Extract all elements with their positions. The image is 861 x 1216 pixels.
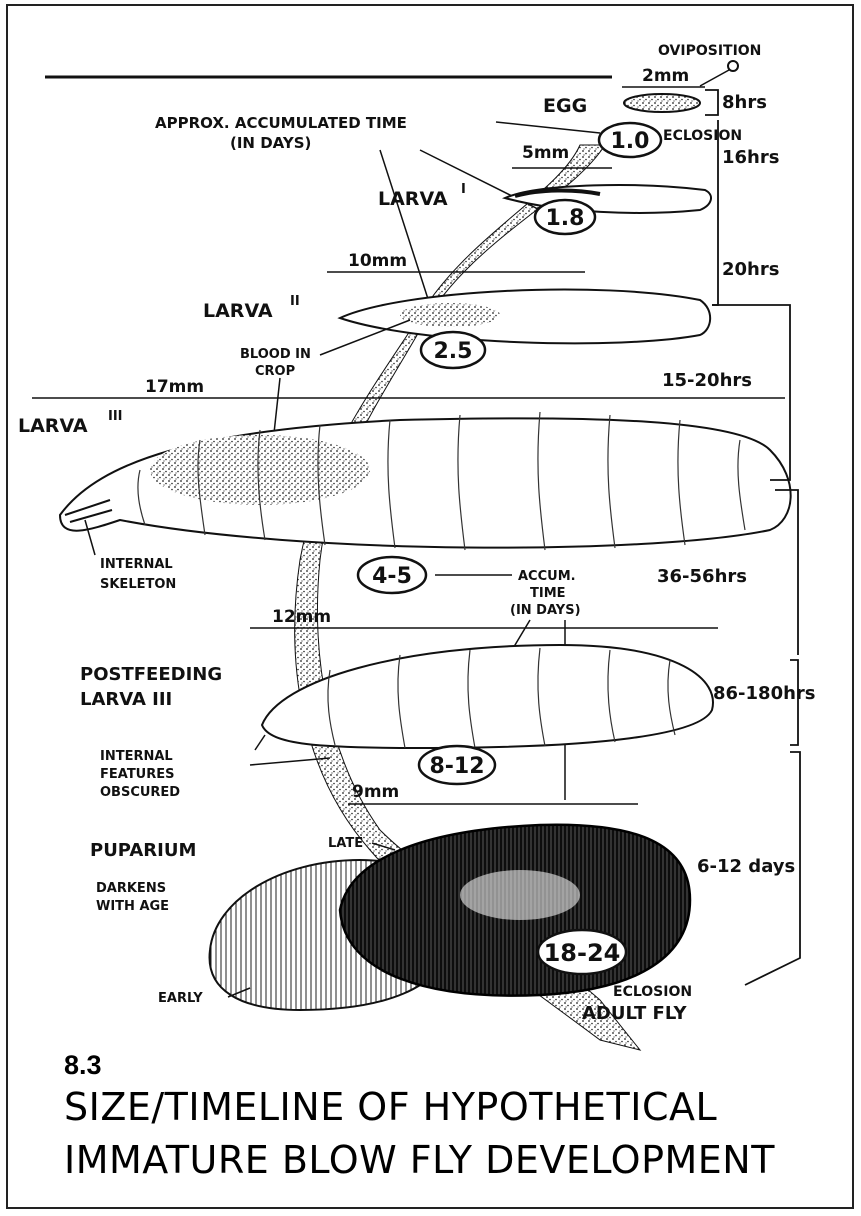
egg-days-badge: 1.0	[611, 129, 650, 154]
egg-duration: 8hrs	[722, 92, 767, 113]
postfeeding-label: POSTFEEDING	[80, 664, 222, 685]
darkens-label: DARKENS	[96, 881, 166, 896]
accum-sub2: (IN DAYS)	[510, 603, 581, 618]
postfeeding-duration: 86-180hrs	[713, 683, 816, 704]
postfeeding-size-label: 12mm	[272, 607, 331, 627]
figure-title-line1: SIZE/TIMELINE OF HYPOTHETICAL	[64, 1085, 717, 1129]
figure-number: 8.3	[64, 1050, 102, 1081]
larva3-duration: 15-20hrs	[662, 370, 752, 391]
eclosion-bottom-label: ECLOSION	[613, 984, 692, 1000]
late-label: LATE	[328, 836, 363, 851]
oviposition-label: OVIPOSITION	[658, 43, 761, 59]
larva1-numeral: I	[461, 182, 466, 197]
puparium-label: PUPARIUM	[90, 840, 196, 861]
larva1-label: LARVA	[378, 188, 448, 210]
eclosion-top-label: ECLOSION	[663, 128, 742, 144]
early-label: EARLY	[158, 991, 203, 1006]
approx-time-label: APPROX. ACCUMULATED TIME	[155, 114, 407, 132]
blood-label: BLOOD IN	[240, 347, 311, 362]
accum-sub1: TIME	[530, 586, 566, 601]
egg-size-label: 2mm	[642, 66, 689, 86]
blood-sub: CROP	[255, 364, 295, 379]
darkens-sub: WITH AGE	[96, 899, 169, 914]
larva3-size-label: 17mm	[145, 377, 204, 397]
postfeeding-illustration	[262, 645, 713, 748]
larva2-numeral: II	[290, 294, 300, 309]
features-sub2: OBSCURED	[100, 785, 180, 800]
larva2-size-label: 10mm	[348, 251, 407, 271]
larva3-feeding-duration: 36-56hrs	[657, 566, 747, 587]
larva2-duration: 20hrs	[722, 259, 779, 280]
larva2-label: LARVA	[203, 300, 273, 322]
larva2-days-badge: 2.5	[434, 339, 473, 364]
postfeeding-days-badge: 8-12	[429, 754, 484, 779]
accum-label: ACCUM.	[518, 569, 576, 584]
approx-time-sub: (IN DAYS)	[230, 134, 311, 152]
larva3-numeral: III	[108, 409, 123, 424]
postfeeding-sub: LARVA III	[80, 689, 172, 710]
larva1-duration: 16hrs	[722, 147, 779, 168]
larva2-illustration	[340, 290, 710, 344]
larva3-days-badge: 4-5	[372, 564, 412, 589]
puparium-days-badge: 18-24	[544, 939, 621, 967]
egg-illustration	[624, 94, 700, 112]
puparium-duration: 6-12 days	[697, 856, 795, 877]
larva1-days-badge: 1.8	[546, 206, 585, 231]
features-sub1: FEATURES	[100, 767, 175, 782]
egg-stage-label: EGG	[543, 95, 587, 117]
puparium-size-label: 9mm	[352, 782, 399, 802]
figure-title-line2: IMMATURE BLOW FLY DEVELOPMENT	[64, 1138, 775, 1182]
skeleton-sub: SKELETON	[100, 577, 176, 592]
features-label: INTERNAL	[100, 749, 173, 764]
larva3-label: LARVA	[18, 415, 88, 437]
adult-fly-label: ADULT FLY	[582, 1003, 687, 1024]
skeleton-label: INTERNAL	[100, 557, 173, 572]
larva1-size-label: 5mm	[522, 143, 569, 163]
